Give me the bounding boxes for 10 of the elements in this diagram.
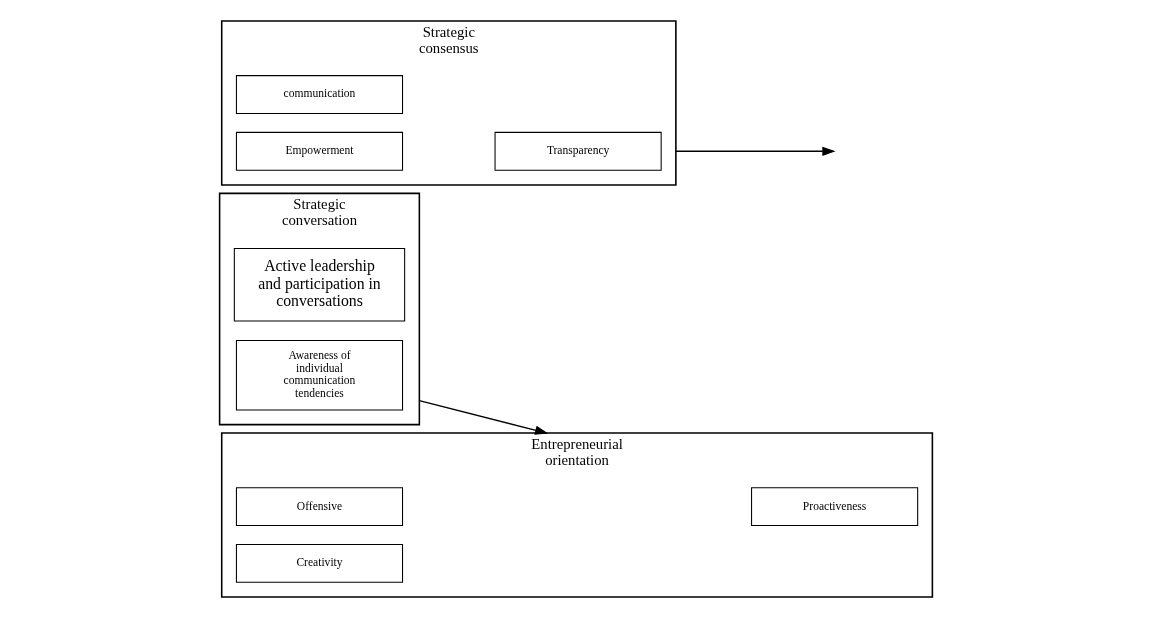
arrow (675, 146, 836, 156)
node-box: communication (235, 75, 404, 114)
node-box: Transparency (494, 131, 662, 171)
node-box: Active leadership and participation in conversations (233, 248, 406, 322)
arrow (418, 399, 549, 435)
node-box: Proactiveness (751, 487, 919, 527)
node-box: Creativity (235, 543, 404, 583)
node-box: Empowerment (235, 131, 404, 171)
node-box: Awareness of individual communication tendencies (235, 340, 404, 411)
node-box: Offensive (235, 487, 404, 527)
